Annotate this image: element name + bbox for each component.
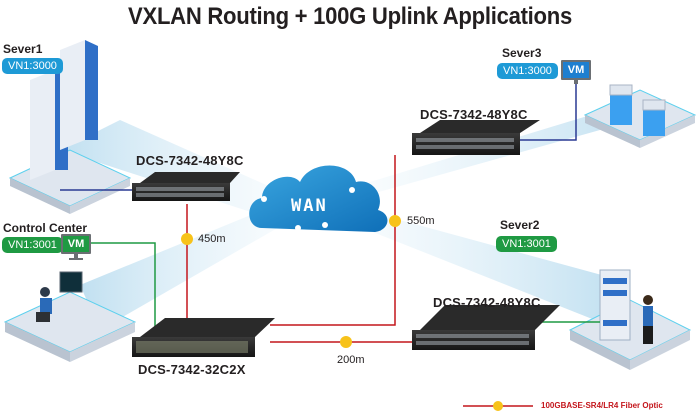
server1-name: Sever1 bbox=[3, 42, 43, 56]
control-center-vm-stand bbox=[74, 254, 78, 258]
switch-right-top-model: DCS-7342-48Y8C bbox=[420, 107, 528, 122]
server3-link bbox=[520, 82, 577, 141]
badge-right-uplink bbox=[389, 215, 401, 227]
control-center-vm-base bbox=[69, 258, 83, 260]
server3-vni-badge: VN1:3000 bbox=[497, 63, 558, 79]
switch-right-top bbox=[412, 120, 540, 155]
server3-platform bbox=[583, 84, 697, 148]
server2-vni-badge: VN1:3001 bbox=[496, 236, 557, 252]
beam-server1 bbox=[60, 120, 300, 215]
beam-server2 bbox=[330, 205, 620, 330]
beam-control bbox=[80, 205, 300, 330]
server2-platform bbox=[568, 269, 692, 370]
right-uplink-distance: 550m bbox=[407, 215, 435, 227]
switch-left-top bbox=[132, 172, 240, 201]
legend-label: 100GBASE-SR4/LR4 Fiber Optic bbox=[541, 401, 663, 410]
switch-right-bottom-model: DCS-7342-48Y8C bbox=[433, 295, 541, 310]
control-center-link bbox=[90, 242, 156, 330]
server3-vm-stand bbox=[574, 80, 578, 84]
control-center-name: Control Center bbox=[3, 221, 87, 235]
server1-vni-badge: VN1:3000 bbox=[2, 58, 63, 74]
server3-vm-icon: VM bbox=[561, 60, 591, 80]
left-uplink-distance: 450m bbox=[198, 233, 226, 245]
badge-left-uplink bbox=[181, 233, 193, 245]
wan-cloud bbox=[249, 165, 388, 232]
control-center-vm-icon: VM bbox=[61, 234, 91, 254]
control-center-platform bbox=[3, 271, 137, 362]
server2-name: Sever2 bbox=[500, 218, 540, 232]
switch-left-top-model: DCS-7342-48Y8C bbox=[136, 153, 244, 168]
switch-core bbox=[132, 318, 275, 357]
fiber-link-right bbox=[270, 155, 396, 326]
server1-platform bbox=[8, 40, 132, 214]
switch-right-bottom bbox=[412, 305, 560, 350]
switch-core-model: DCS-7342-32C2X bbox=[138, 362, 246, 377]
server3-name: Sever3 bbox=[502, 46, 542, 60]
legend-badge bbox=[493, 401, 503, 411]
wan-label: WAN bbox=[291, 196, 328, 216]
bottom-link-distance: 200m bbox=[337, 354, 365, 366]
badge-bottom-link bbox=[340, 336, 352, 348]
control-center-vni-badge: VN1:3001 bbox=[2, 237, 63, 253]
diagram-title: VXLAN Routing + 100G Uplink Applications bbox=[128, 3, 572, 30]
